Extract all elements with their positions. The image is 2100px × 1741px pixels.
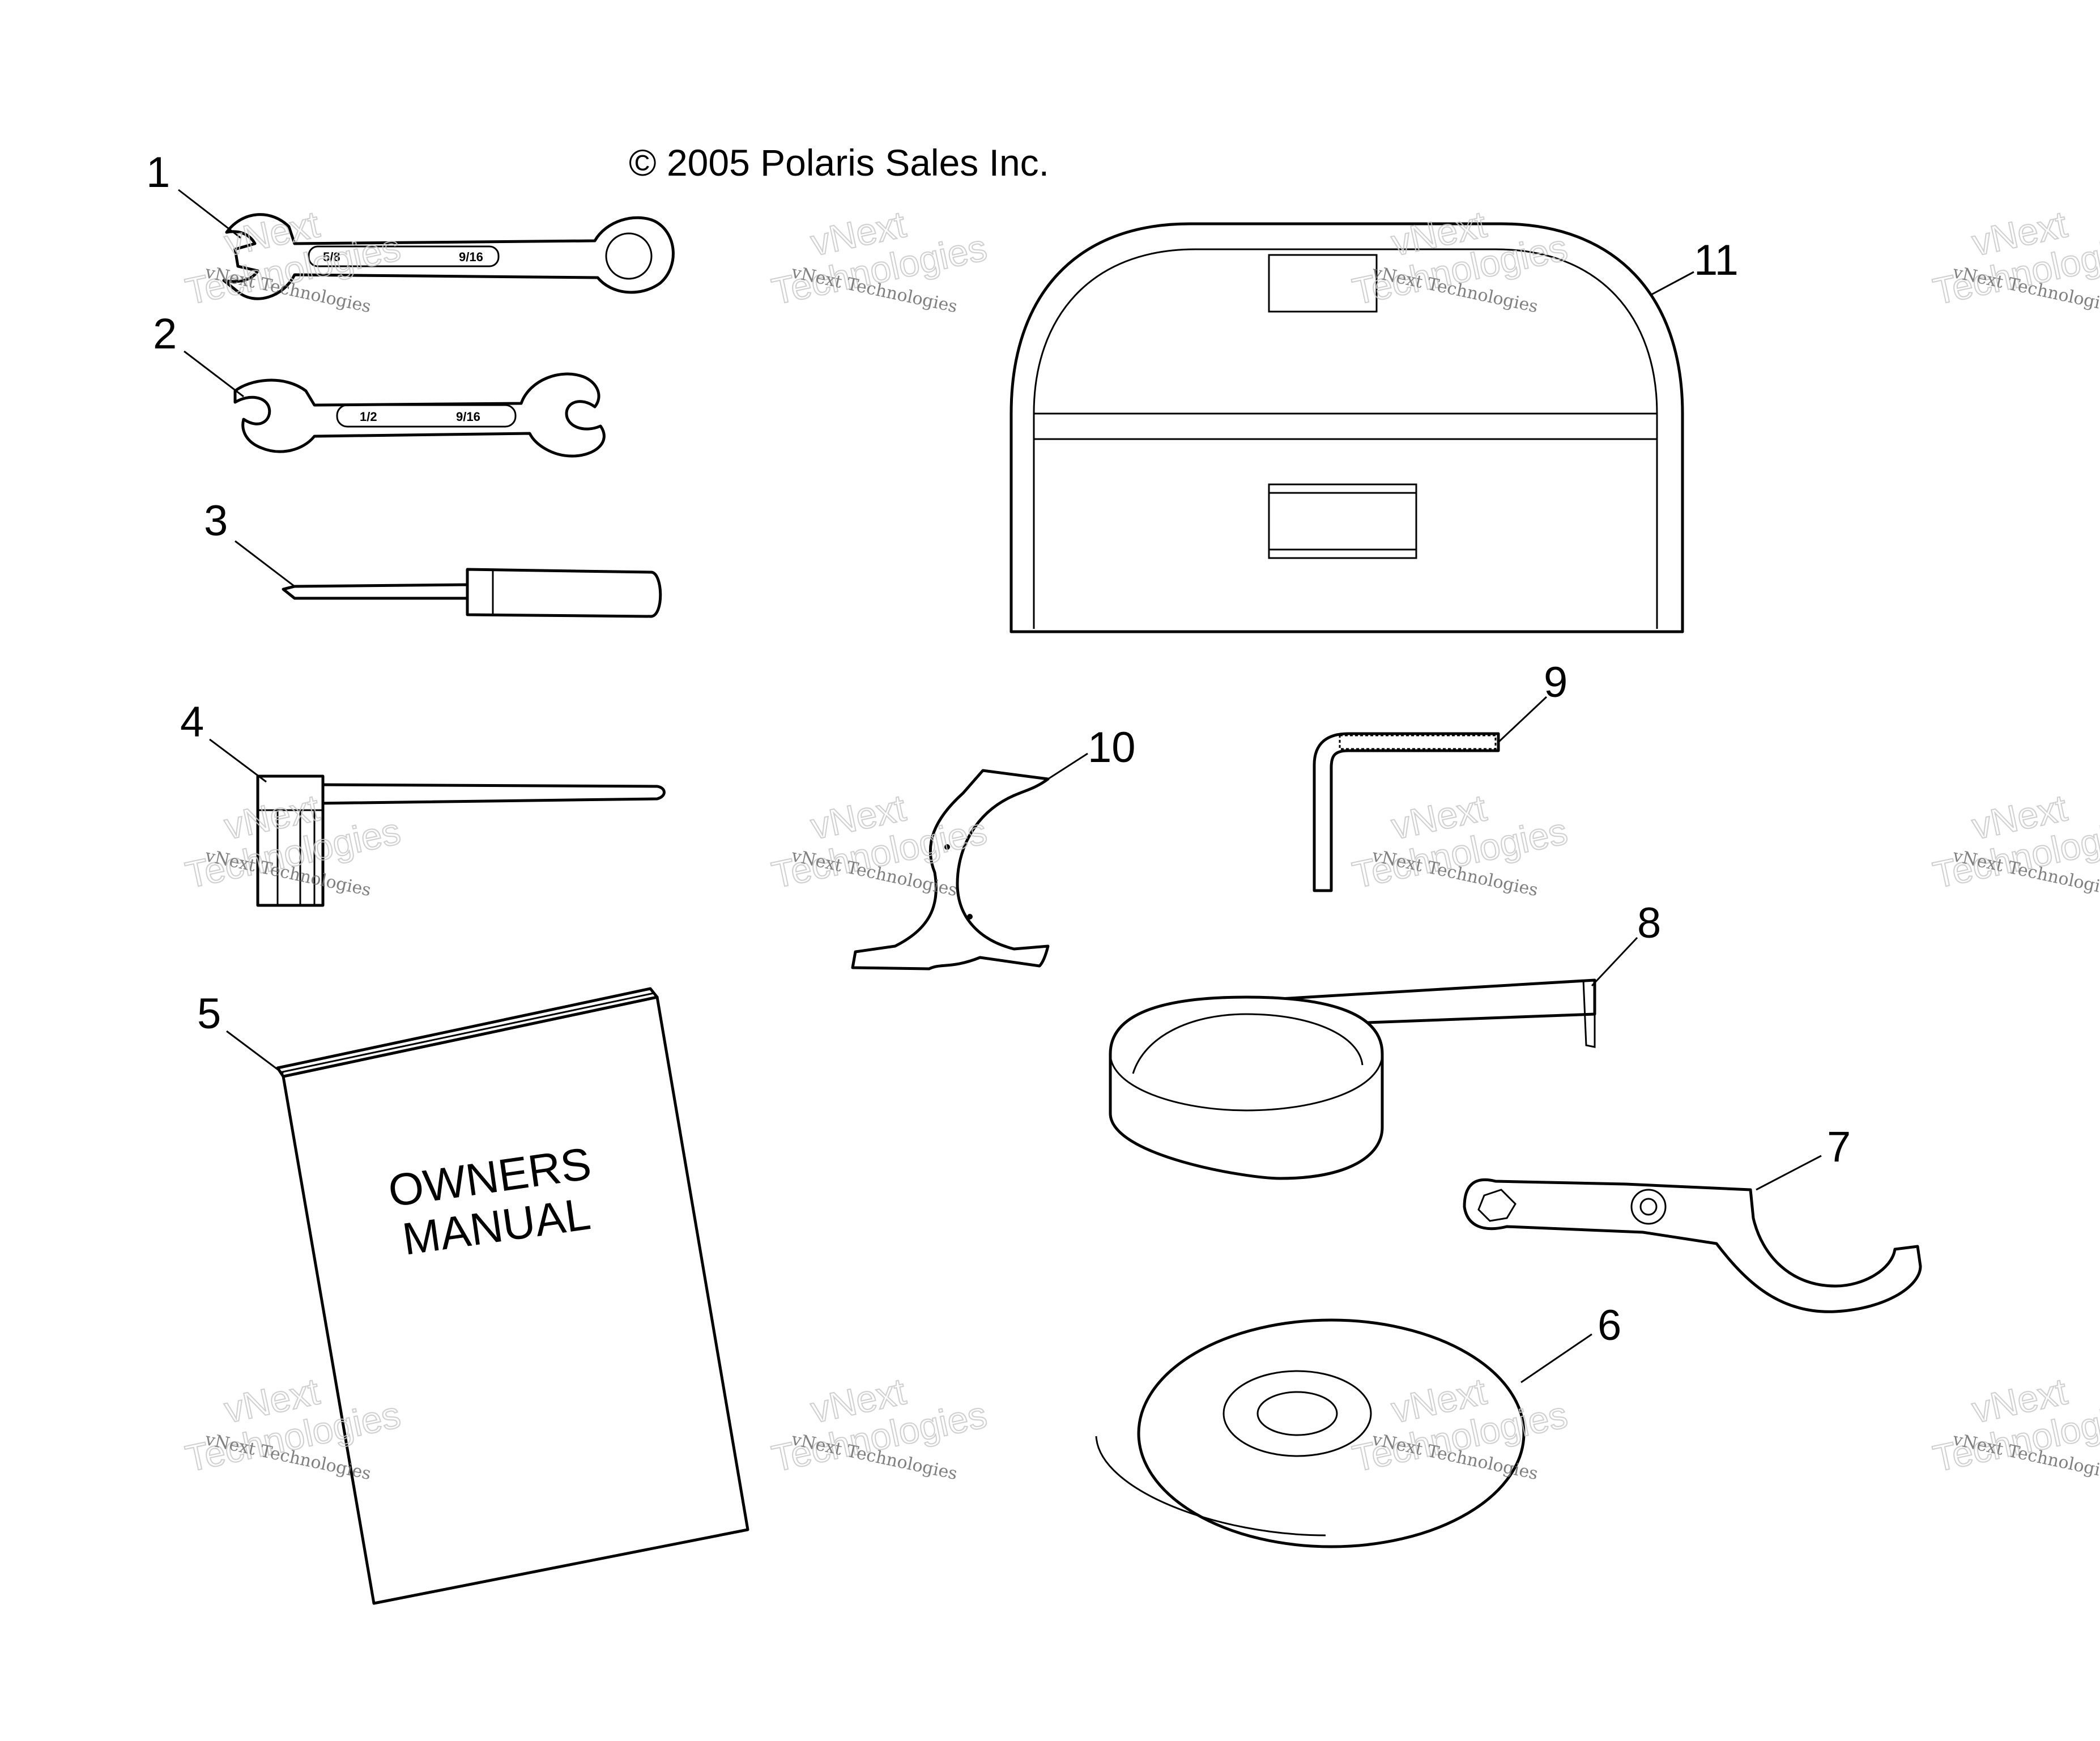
watermark: vNext Technologies vNext Technologies	[768, 202, 991, 317]
watermark: vNext Technologies vNext Technologies	[768, 786, 991, 900]
callout-9: 9	[1544, 658, 1567, 706]
hook-spanner	[1463, 1178, 1922, 1313]
hex-key	[1313, 732, 1500, 892]
callouts: 1 2 3 4 5 6 7 8 9 10 11	[146, 148, 1851, 1384]
watermark: vNext Technologies vNext Technologies	[1929, 1369, 2100, 1484]
wrench-2-size-left: 1/2	[360, 410, 377, 424]
cd-disc	[1095, 1318, 1526, 1548]
tool-bag	[1009, 222, 1684, 633]
wrench-2-size-right: 9/16	[456, 410, 480, 424]
callout-4: 4	[180, 698, 204, 746]
watermark: vNext Technologies vNext Technologies	[181, 786, 404, 900]
spanner-wrench	[851, 769, 1050, 970]
open-end-wrench: 1/2 9/16	[233, 372, 606, 458]
watermark: vNext Technologies vNext Technologies	[1929, 202, 2100, 317]
copyright-text: © 2005 Polaris Sales Inc.	[629, 142, 1049, 184]
combination-wrench: 5/8 9/16	[222, 213, 675, 300]
watermark: vNext Technologies vNext Technologies	[768, 1369, 991, 1484]
spark-plug-wrench	[256, 774, 666, 907]
callout-8: 8	[1637, 899, 1661, 947]
screwdriver	[282, 568, 662, 618]
watermark: vNext Technologies vNext Technologies	[181, 202, 404, 317]
callout-10: 10	[1088, 723, 1136, 772]
callout-7: 7	[1827, 1123, 1851, 1171]
callout-3: 3	[204, 497, 228, 545]
callout-5: 5	[197, 990, 221, 1038]
watermark: vNext Technologies vNext Technologies	[1929, 786, 2100, 900]
callout-6: 6	[1598, 1301, 1621, 1350]
callout-1: 1	[146, 148, 170, 197]
strap	[1109, 978, 1596, 1180]
callout-11: 11	[1694, 236, 1739, 284]
owners-manual: OWNERS MANUAL	[276, 987, 749, 1605]
wrench-1-size-right: 9/16	[459, 250, 483, 264]
watermark: vNext Technologies vNext Technologies	[1348, 786, 1571, 900]
wrench-1-size-left: 5/8	[323, 250, 340, 264]
callout-2: 2	[153, 310, 177, 358]
